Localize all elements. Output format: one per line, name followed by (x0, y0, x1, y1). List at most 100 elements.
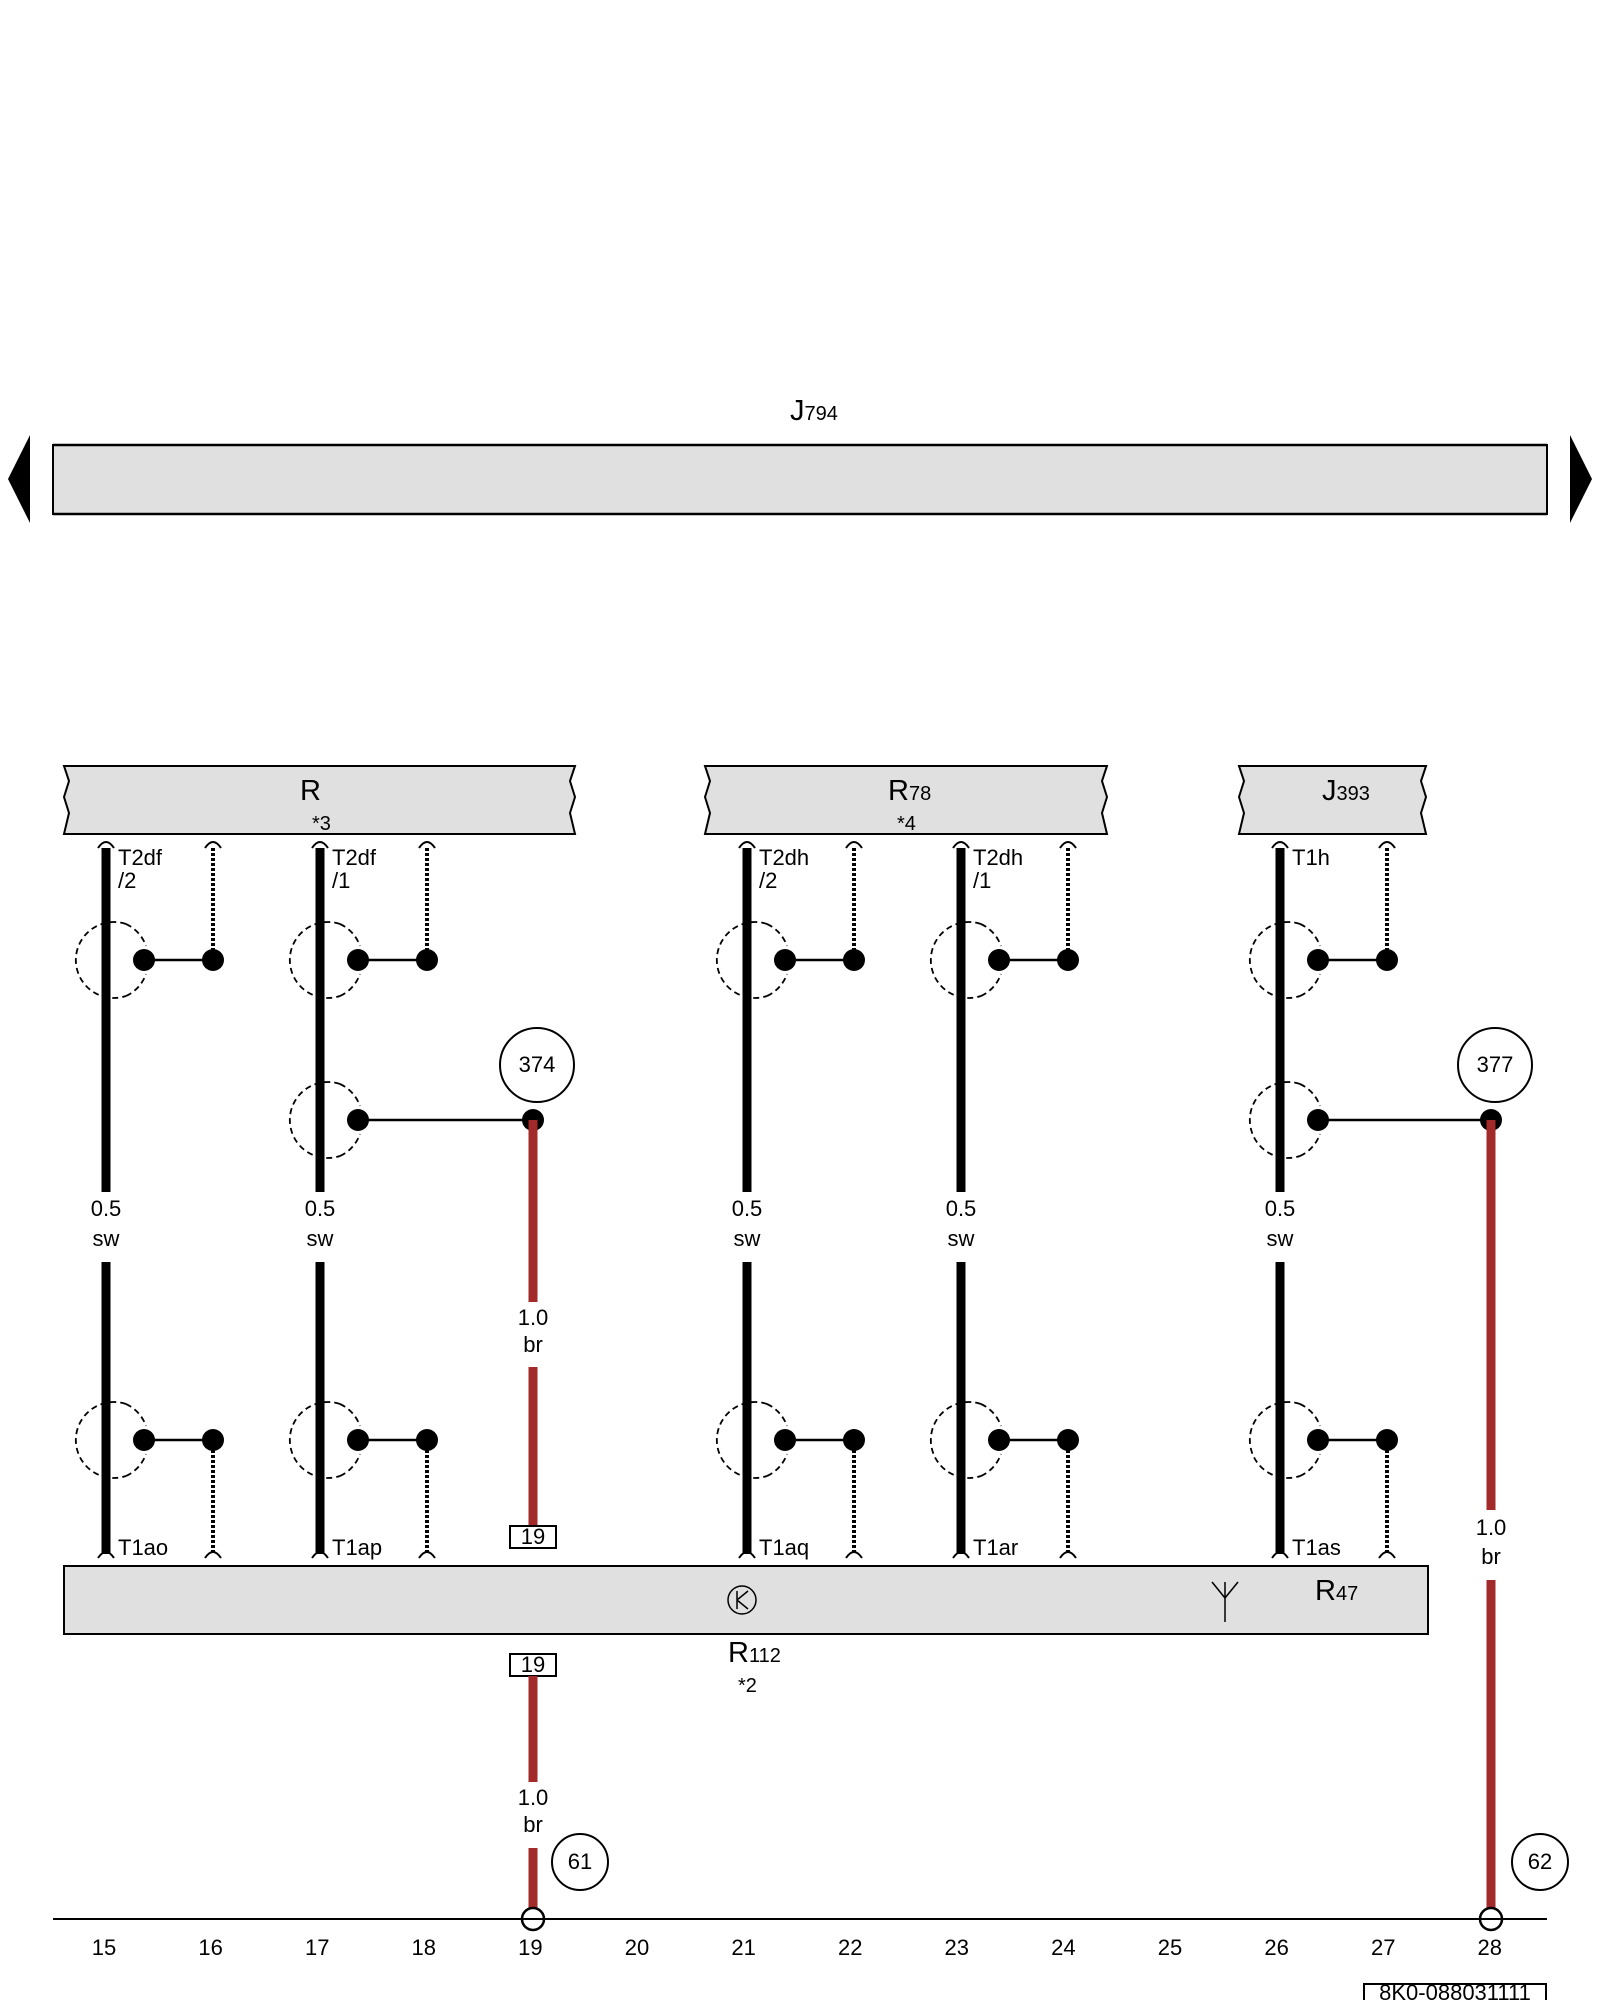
wire-3-node-b (843, 949, 865, 971)
wire-5-node-d (1376, 1429, 1398, 1451)
wire-color-1: sw (93, 1226, 120, 1251)
wire-5-top-shield-top (1299, 923, 1321, 947)
wire-3-pin-cap-bottom (738, 1551, 756, 1559)
wire-1-pin-cap-bottom (97, 1551, 115, 1559)
red-wire-3-size: 1.0 (1476, 1515, 1507, 1540)
wire-1-drain-cap-bottom (204, 1551, 222, 1559)
wire-3-node-c (774, 1429, 796, 1451)
wire-color-2: sw (307, 1226, 334, 1251)
wire-5-top-shield (1249, 921, 1301, 999)
ground-point-2: 62 (1528, 1849, 1552, 1874)
wire-3-bottom-shield-bottom (766, 1453, 788, 1477)
wire-4-node-c (988, 1429, 1010, 1451)
component-j393-box (1237, 765, 1428, 835)
component-r78-label: R78 (888, 775, 931, 807)
ground-point-1: 61 (568, 1849, 592, 1874)
wire-2-top-shield (289, 921, 341, 999)
wire-3-bottom-shield-top (766, 1403, 788, 1427)
ground-link-1-shield-top (339, 1083, 361, 1107)
wire-2-bottom-shield-top (339, 1403, 361, 1427)
ground-ref-circle-1 (499, 1027, 575, 1103)
wire-2-node-a (347, 949, 369, 971)
column-25: 25 (1158, 1935, 1182, 1960)
wire-2-drain-cap-top (418, 841, 436, 849)
column-26: 26 (1264, 1935, 1288, 1960)
component-j393-label: J393 (1322, 775, 1370, 807)
pin-top-label-1: T2df (118, 845, 163, 870)
wire-1-bottom-shield-top (125, 1403, 147, 1427)
wire-color-5: sw (1267, 1226, 1294, 1251)
pin-bottom-label-1: T1ao (118, 1535, 168, 1560)
column-24: 24 (1051, 1935, 1075, 1960)
wire-4-node-d (1057, 1429, 1079, 1451)
wire-1-node-d (202, 1429, 224, 1451)
pin-bottom-label-3: T1aq (759, 1535, 809, 1560)
wire-4-top-shield-bottom (980, 973, 1002, 997)
wire-5-node-c (1307, 1429, 1329, 1451)
wire-4-bottom-shield-top (980, 1403, 1002, 1427)
wire-5-drain-cap-top (1378, 841, 1396, 849)
wire-2-node-b (416, 949, 438, 971)
pin-top-label-5: T1h (1292, 845, 1330, 870)
wire-3-pin-cap-top (738, 841, 756, 849)
component-r112-note: *2 (738, 1675, 757, 1697)
component-r47-label: R47 (1315, 1575, 1358, 1607)
red-wire-1-size: 1.0 (518, 1305, 549, 1330)
wire-5-node-b (1376, 949, 1398, 971)
ground-link-2-shield (1249, 1081, 1301, 1159)
ground-ref-1: 374 (519, 1052, 556, 1077)
wire-color-4: sw (948, 1226, 975, 1251)
wire-5-drain-cap-bottom (1378, 1551, 1396, 1559)
wire-1-top-shield-top (125, 923, 147, 947)
wire-3-drain-cap-top (845, 841, 863, 849)
ground-link-1-shield-bottom (339, 1133, 361, 1157)
pin-top-label-4: T2dh (973, 845, 1023, 870)
wire-harness: T2df/2T1ao0.5swT2df/1T1ap0.5swT2dh/2T1aq… (75, 841, 1569, 1932)
wire-5-pin-cap-top (1271, 841, 1289, 849)
column-21: 21 (731, 1935, 755, 1960)
wire-3-drain-cap-bottom (845, 1551, 863, 1559)
component-r78-box (703, 765, 1109, 835)
wire-1-bottom-shield (75, 1401, 127, 1479)
red-wire-3-color: br (1481, 1544, 1501, 1569)
wire-3-bottom-shield (716, 1401, 768, 1479)
wire-size-4: 0.5 (946, 1196, 977, 1221)
pin-top-sub-3: /2 (759, 868, 777, 893)
wire-4-node-b (1057, 949, 1079, 971)
wire-1-node-a (133, 949, 155, 971)
pin-top-label-3: T2dh (759, 845, 809, 870)
left-continue-arrow-icon[interactable] (8, 435, 30, 523)
doc-number: 8K0-088031111 (1379, 1980, 1531, 2000)
wire-size-5: 0.5 (1265, 1196, 1296, 1221)
column-22: 22 (838, 1935, 862, 1960)
terminal-box-top (509, 1525, 557, 1549)
pin-bottom-label-2: T1ap (332, 1535, 382, 1560)
ground-point-circle-2 (1511, 1833, 1569, 1891)
wire-4-pin-cap-top (952, 841, 970, 849)
ground-ref-2: 377 (1477, 1052, 1514, 1077)
ground-link-2-node-a (1307, 1109, 1329, 1131)
wire-4-top-shield (930, 921, 982, 999)
wire-1-node-b (202, 949, 224, 971)
doc-number-box (1363, 1983, 1547, 2000)
wire-3-node-a (774, 949, 796, 971)
wire-1-node-c (133, 1429, 155, 1451)
wire-4-top-shield-top (980, 923, 1002, 947)
component-r112-label: R112 (728, 1637, 781, 1669)
wire-5-bottom-shield-bottom (1299, 1453, 1321, 1477)
speaker-r-box (62, 765, 577, 835)
wire-5-bottom-shield-top (1299, 1403, 1321, 1427)
right-continue-arrow-icon[interactable] (1570, 435, 1592, 523)
column-23: 23 (945, 1935, 969, 1960)
ground-link-2-shield-bottom (1299, 1133, 1321, 1157)
column-20: 20 (625, 1935, 649, 1960)
ground-link-2-shield-top (1299, 1083, 1321, 1107)
wire-4-drain-cap-top (1059, 841, 1077, 849)
wire-4-node-a (988, 949, 1010, 971)
wire-1-pin-cap-top (97, 841, 115, 849)
wire-4-bottom-shield-bottom (980, 1453, 1002, 1477)
ground-ref-circle-2 (1457, 1027, 1533, 1103)
